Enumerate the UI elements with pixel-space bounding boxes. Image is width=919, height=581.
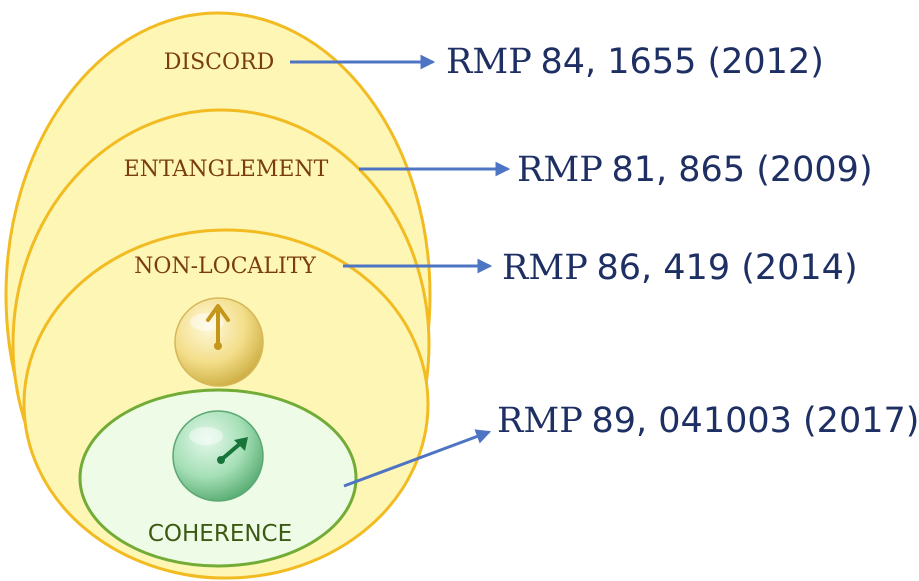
coherence-reference: RMP 89, 041003 (2017) [497,403,919,439]
nonlocality-reference: RMP 86, 419 (2014) [502,250,858,286]
entanglement-reference-citation: 81, 865 (2009) [611,150,873,190]
quantum-correlations-diagram: DISCORD ENTANGLEMENT NON-LOCALITY COHERE… [4,11,919,580]
nonlocality-reference-citation: 86, 419 (2014) [596,248,858,288]
entanglement-reference: RMP 81, 865 (2009) [517,152,873,188]
entanglement-label: ENTANGLEMENT [124,157,329,182]
discord-label: DISCORD [164,50,274,75]
coherence-reference-citation: 89, 041003 (2017) [591,401,919,441]
discord-reference-journal: RMP [446,42,532,82]
entanglement-reference-journal: RMP [517,150,603,190]
nested-sets-svg: DISCORD ENTANGLEMENT NON-LOCALITY COHERE… [4,11,511,580]
coherence-reference-journal: RMP [497,401,583,441]
discord-reference-citation: 84, 1655 (2012) [540,42,824,82]
coherence-arrow [343,429,492,488]
discord-reference: RMP 84, 1655 (2012) [446,44,824,80]
green-bloch-sphere-icon [172,410,264,502]
golden-bloch-sphere-icon [174,297,264,387]
coherence-label: COHERENCE [148,521,292,547]
nonlocality-label: NON-LOCALITY [134,254,316,279]
nonlocality-reference-journal: RMP [502,248,588,288]
